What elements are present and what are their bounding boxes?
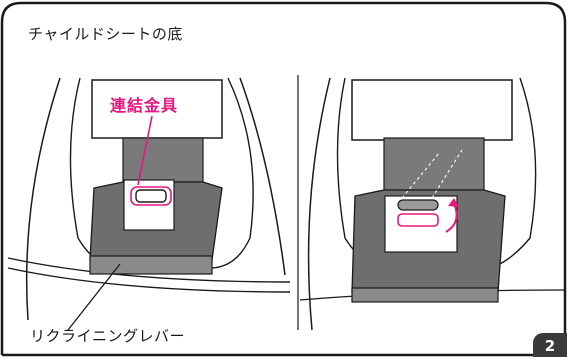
page-number-badge: 2 — [533, 333, 567, 357]
recline-lever-label: リクライニングレバー — [30, 327, 186, 345]
page-title: チャイルドシートの底 — [28, 25, 183, 43]
metal-fitting-label: 連結金具 — [110, 96, 179, 115]
right-panel-illustration — [299, 77, 566, 331]
left-panel-illustration — [7, 77, 291, 331]
